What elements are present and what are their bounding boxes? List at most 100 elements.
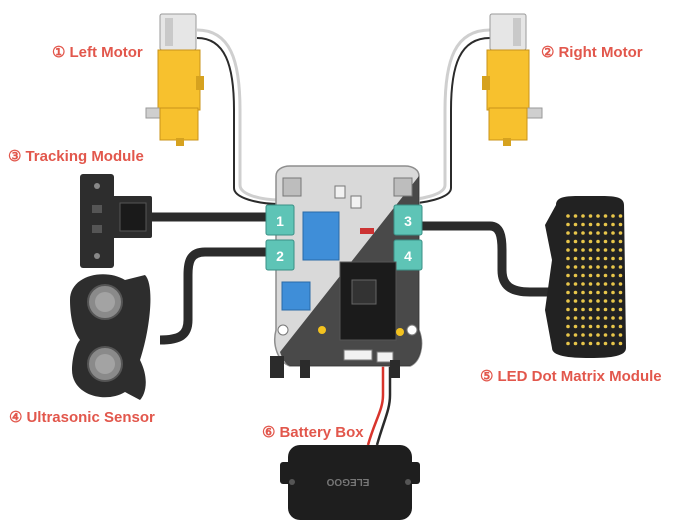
led-dot: [588, 222, 593, 227]
led-dot: [618, 307, 623, 312]
led-dot: [618, 333, 623, 337]
led-dots: [566, 214, 623, 346]
led-dot: [596, 273, 600, 278]
led-dot: [611, 324, 615, 329]
led-dot: [603, 231, 608, 235]
led-dot: [611, 256, 615, 261]
led-dot: [573, 214, 578, 218]
led-dot: [596, 282, 600, 286]
led-dot: [566, 231, 570, 235]
led-dot: [611, 282, 615, 286]
label-number: ②: [541, 44, 555, 61]
led-dot: [573, 273, 578, 278]
port-number-2: 2: [276, 248, 284, 264]
led-dot: [566, 256, 570, 261]
led-dot: [611, 273, 615, 278]
led-dot: [618, 273, 623, 278]
led-dot: [581, 265, 585, 269]
led-dot: [611, 214, 615, 218]
led-dot: [611, 290, 615, 295]
led-dot: [596, 248, 600, 252]
label-text: Battery Box: [279, 424, 364, 441]
led-dot: [573, 256, 578, 261]
led-dot: [596, 214, 600, 218]
main-board: 1 2 3 4: [265, 165, 423, 378]
led-dot: [566, 239, 570, 244]
led-dot: [566, 282, 570, 286]
label-number: ⑥: [262, 424, 276, 441]
led-dot: [618, 256, 623, 261]
led-dot: [588, 214, 593, 218]
led-dot: [603, 316, 608, 320]
led-dot: [603, 239, 608, 244]
port-number-4: 4: [404, 248, 412, 264]
label-text: Left Motor: [69, 44, 143, 61]
led-dot: [603, 265, 608, 269]
led-dot: [581, 299, 585, 303]
led-dot: [588, 256, 593, 261]
led-dot: [596, 239, 600, 244]
right-motor: [482, 13, 543, 146]
label-number: ③: [8, 148, 22, 165]
led-dot: [573, 231, 578, 235]
ultrasonic-sensor: [70, 274, 151, 400]
led-dot: [573, 248, 578, 252]
battery-box: ELEGOO: [280, 445, 420, 520]
led-dot: [611, 333, 615, 337]
port-number-1: 1: [276, 213, 284, 229]
led-dot: [618, 290, 623, 295]
led-dot: [588, 316, 593, 320]
led-dot: [596, 231, 600, 235]
led-dot: [603, 248, 608, 252]
led-dot: [603, 324, 608, 329]
led-dot: [596, 333, 600, 337]
led-dot: [573, 299, 578, 303]
led-dot: [611, 248, 615, 252]
led-dot: [618, 324, 623, 329]
led-dot: [581, 290, 585, 295]
led-dot: [588, 231, 593, 235]
led-dot: [581, 341, 585, 346]
label-number: ⑤: [480, 368, 494, 385]
led-dot: [618, 222, 623, 227]
led-dot: [618, 239, 623, 244]
battery-wire-red: [366, 365, 385, 446]
led-dot: [566, 290, 570, 295]
led-dot: [611, 341, 615, 346]
led-dot: [588, 307, 593, 312]
led-dot: [581, 248, 585, 252]
label-text: Right Motor: [558, 44, 643, 61]
led-dot: [573, 316, 578, 320]
led-dot: [603, 299, 608, 303]
tracking-module: [80, 174, 152, 268]
led-dot: [588, 239, 593, 244]
led-dot: [618, 282, 623, 286]
led-dot: [603, 307, 608, 312]
led-dot: [573, 341, 578, 346]
led-dot: [603, 282, 608, 286]
led-dot: [581, 316, 585, 320]
led-dot: [566, 214, 570, 218]
led-dot: [581, 273, 585, 278]
led-dot: [581, 307, 585, 312]
led-dot: [588, 333, 593, 337]
led-dot: [596, 222, 600, 227]
led-dot: [573, 324, 578, 329]
led-dot: [566, 265, 570, 269]
led-dot: [596, 316, 600, 320]
left-motor-wire-white: [196, 28, 281, 202]
led-dot: [618, 214, 623, 218]
right-motor-wire-white: [399, 28, 491, 202]
led-dot: [611, 222, 615, 227]
led-dot: [581, 333, 585, 337]
led-dot: [588, 324, 593, 329]
led-dot: [588, 265, 593, 269]
left-motor-wire-black: [196, 37, 281, 205]
led-dot: [596, 290, 600, 295]
cables: [150, 28, 555, 446]
